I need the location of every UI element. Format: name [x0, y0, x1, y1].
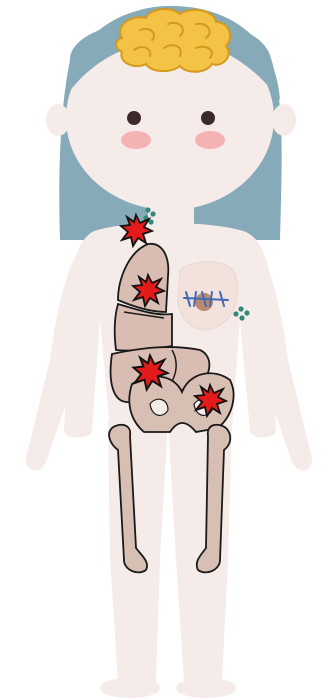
left-ear — [46, 104, 70, 136]
left-cheek — [121, 131, 151, 149]
left-eye — [127, 111, 141, 125]
right-eye — [201, 111, 215, 125]
left-foot — [100, 678, 160, 698]
brain-icon — [116, 9, 230, 72]
right-foot — [176, 678, 236, 698]
right-ear — [272, 104, 296, 136]
right-cheek — [195, 131, 225, 149]
